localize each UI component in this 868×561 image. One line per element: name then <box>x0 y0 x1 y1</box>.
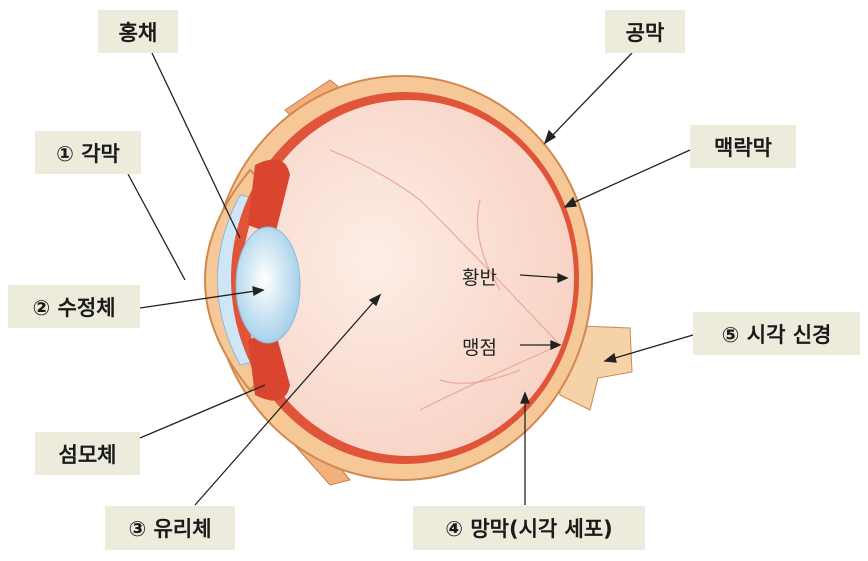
leader-lines <box>127 52 694 506</box>
label-iris: 홍채 <box>98 10 178 53</box>
label-choroid: 맥락막 <box>690 125 796 168</box>
label-sclera: 공막 <box>605 10 685 53</box>
ciliary-body-top <box>248 159 290 235</box>
blood-vessels <box>329 149 561 411</box>
ciliary-body-bottom <box>248 330 290 401</box>
label-optic-nerve: ⑤ 시각 신경 <box>693 312 860 355</box>
label-lens: ② 수정체 <box>8 285 140 328</box>
label-macula: 황반 <box>462 267 497 289</box>
label-blind-spot: 맹점 <box>462 337 497 359</box>
label-cornea: ① 각막 <box>35 131 141 174</box>
lens <box>235 226 301 344</box>
label-retina: ④ 망막(시각 세포) <box>413 506 645 550</box>
vitreous-body <box>242 100 574 456</box>
label-vitreous: ③ 유리체 <box>105 506 235 550</box>
label-ciliary-body: 섬모체 <box>35 432 140 475</box>
